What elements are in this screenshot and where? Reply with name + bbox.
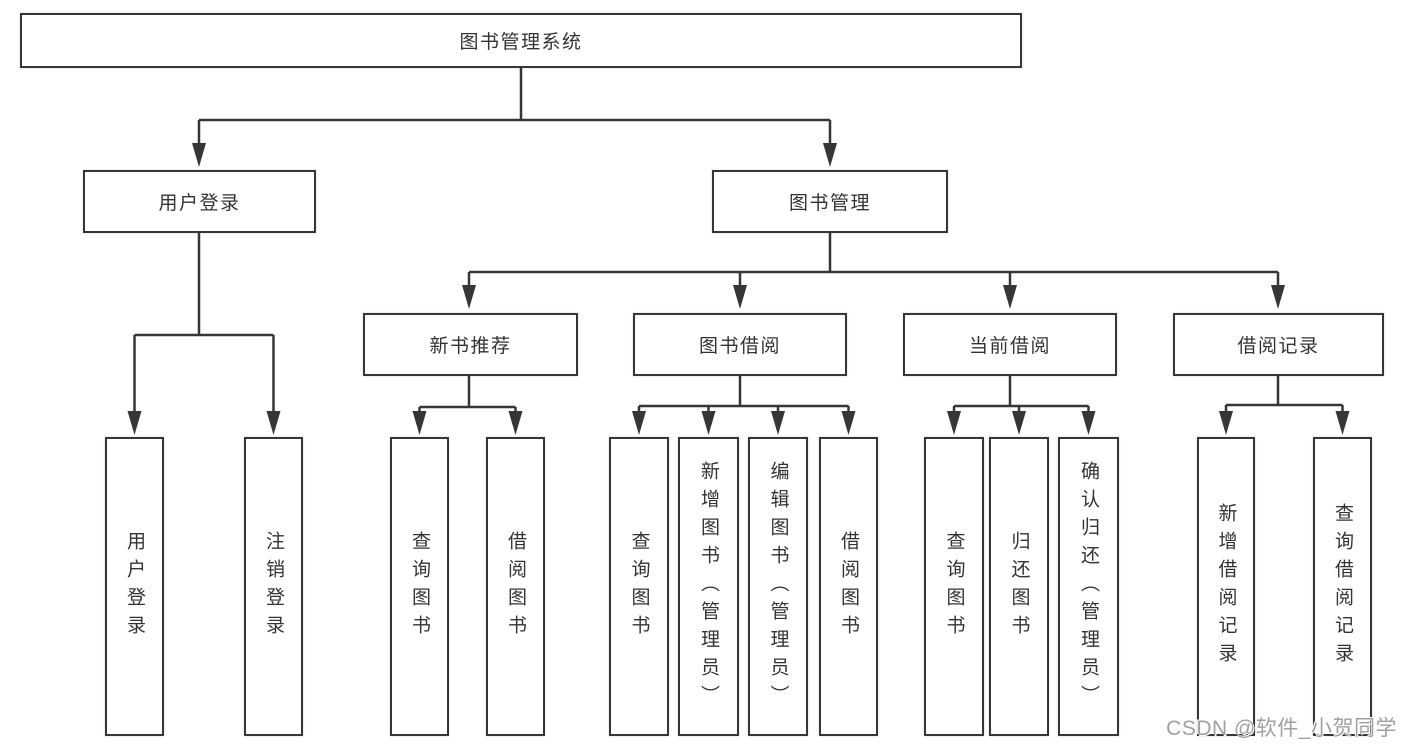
watermark: CSDN @软件_小贺同学 [1166, 717, 1397, 740]
arrowhead [771, 411, 785, 435]
node-cb-confirm-return-label: 确认归还（管理员） [1078, 460, 1099, 713]
edges-borrow-records [1219, 376, 1350, 435]
node-root-label: 图书管理系统 [459, 32, 583, 53]
node-rec-query-book-label: 查询图书 [409, 530, 430, 643]
arrowhead [462, 285, 476, 309]
node-bb-add-book: 新增图书（管理员） [678, 437, 739, 736]
arrowhead [1219, 411, 1233, 435]
edges-root [192, 68, 837, 167]
node-br-add-record: 新增借阅记录 [1197, 437, 1255, 736]
node-book-borrow-label: 图书借阅 [698, 336, 781, 357]
arrowhead [1012, 411, 1026, 435]
node-rec-query-book: 查询图书 [390, 437, 449, 736]
node-cb-query-book-label: 查询图书 [943, 530, 965, 643]
node-cb-query-book: 查询图书 [924, 437, 984, 736]
edges-book-borrow [632, 376, 856, 435]
node-bb-borrow-book: 借阅图书 [819, 437, 878, 736]
arrowhead [1081, 411, 1096, 435]
arrowhead [1003, 285, 1017, 309]
edges-new-book-rec [412, 376, 523, 435]
node-rec-borrow-book: 借阅图书 [486, 437, 545, 736]
node-current-borrow-label: 当前借阅 [968, 336, 1051, 357]
node-borrow-records-label: 借阅记录 [1237, 336, 1320, 357]
node-book-mgmt-label: 图书管理 [788, 193, 871, 214]
node-login-label: 用户登录 [124, 530, 145, 643]
node-root: 图书管理系统 [20, 13, 1022, 68]
node-rec-borrow-book-label: 借阅图书 [505, 530, 526, 643]
node-new-book-rec-label: 新书推荐 [429, 336, 512, 357]
node-borrow-records: 借阅记录 [1173, 313, 1384, 376]
arrowhead [632, 411, 646, 435]
node-new-book-rec: 新书推荐 [363, 313, 578, 376]
arrowhead [1335, 411, 1350, 435]
node-bb-edit-book-label: 编辑图书（管理员） [767, 460, 789, 713]
arrowhead [192, 143, 206, 167]
arrowhead [1271, 285, 1285, 309]
arrowhead [127, 411, 142, 435]
node-user-login: 用户登录 [83, 170, 316, 233]
node-bb-add-book-label: 新增图书（管理员） [698, 460, 719, 713]
node-cb-return-book: 归还图书 [989, 437, 1049, 736]
arrowhead [823, 143, 837, 167]
node-cb-return-book-label: 归还图书 [1008, 530, 1030, 643]
arrowhead [412, 411, 427, 435]
node-login: 用户登录 [105, 437, 164, 736]
node-current-borrow: 当前借阅 [903, 313, 1117, 376]
arrowhead [947, 411, 961, 435]
arrowhead [841, 411, 856, 435]
edges-user-login [127, 233, 281, 435]
node-logout: 注销登录 [244, 437, 303, 736]
node-cb-confirm-return: 确认归还（管理员） [1058, 437, 1119, 736]
node-book-mgmt: 图书管理 [712, 170, 948, 233]
arrowhead [266, 411, 281, 435]
edges-book-mgmt [462, 233, 1285, 309]
node-logout-label: 注销登录 [263, 530, 284, 643]
node-br-query-record: 查询借阅记录 [1313, 437, 1372, 736]
node-bb-edit-book: 编辑图书（管理员） [748, 437, 808, 736]
arrowhead [733, 285, 747, 309]
node-bb-borrow-book-label: 借阅图书 [838, 530, 859, 643]
node-user-login-label: 用户登录 [158, 193, 241, 214]
arrowhead [701, 411, 716, 435]
node-bb-query-book: 查询图书 [609, 437, 669, 736]
node-book-borrow: 图书借阅 [633, 313, 847, 376]
edges-current-borrow [947, 376, 1096, 435]
node-bb-query-book-label: 查询图书 [628, 530, 650, 643]
node-br-add-record-label: 新增借阅记录 [1215, 502, 1237, 671]
arrowhead [508, 411, 523, 435]
node-br-query-record-label: 查询借阅记录 [1332, 502, 1353, 671]
